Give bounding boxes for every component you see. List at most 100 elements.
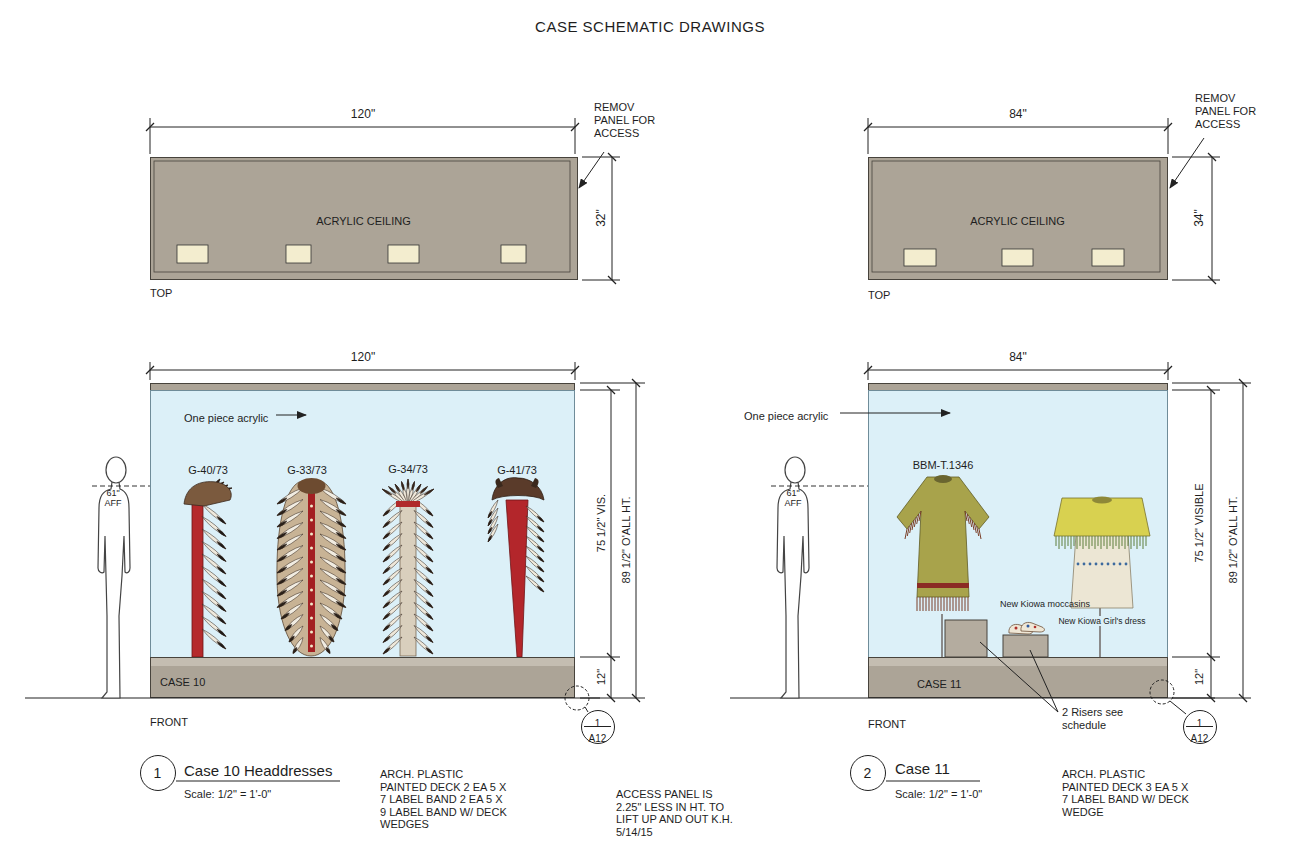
artifact-picture bbox=[1062, 536, 1063, 546]
eye-level-text-holder: 61" AFF bbox=[101, 488, 125, 510]
artifact-picture bbox=[320, 638, 330, 654]
artifact-picture bbox=[310, 645, 313, 648]
artifact-picture bbox=[426, 602, 433, 609]
artifact-picture bbox=[154, 161, 570, 272]
artifact-picture bbox=[526, 576, 544, 592]
headdress: G-33/73 bbox=[262, 460, 352, 657]
artifact-picture bbox=[383, 648, 390, 655]
artifact-picture bbox=[336, 532, 346, 538]
dimension-lines bbox=[582, 157, 620, 158]
artifact-picture bbox=[1146, 536, 1147, 546]
artifact-picture bbox=[217, 616, 226, 624]
artifact-picture bbox=[310, 547, 313, 550]
leader-lines bbox=[840, 413, 950, 414]
artifact-picture bbox=[383, 613, 390, 620]
dimension-lines bbox=[1172, 657, 1220, 658]
artifact-picture bbox=[950, 597, 951, 611]
artifact-picture bbox=[1134, 536, 1135, 546]
artifact-picture bbox=[334, 613, 342, 619]
artifact-picture bbox=[907, 526, 909, 536]
display-case: One piece acrylicG-40/73G-33/73G-34/73G-… bbox=[150, 383, 575, 698]
artifact-picture bbox=[1077, 536, 1078, 549]
artifact-picture bbox=[336, 601, 346, 607]
callout-circle-label: 2 bbox=[864, 765, 872, 782]
dimension-lines bbox=[1211, 390, 1212, 657]
artifact-picture bbox=[869, 658, 1167, 666]
artifact-picture bbox=[904, 249, 936, 266]
artifact-picture bbox=[495, 478, 503, 488]
artifact-picture bbox=[424, 489, 434, 495]
human-scale-figure bbox=[777, 482, 809, 698]
detail-callout-label-holder: A12 bbox=[1184, 728, 1215, 746]
artifact-picture bbox=[919, 511, 921, 521]
artifact-picture bbox=[277, 521, 287, 527]
leader-lines bbox=[276, 415, 306, 416]
leader-lines bbox=[579, 152, 604, 188]
dimension-text-holder: 75 1/2" VIS. bbox=[591, 494, 609, 552]
headdress: G-41/73 bbox=[484, 460, 550, 657]
artifact-picture bbox=[947, 597, 948, 611]
artifact-picture bbox=[1125, 563, 1128, 566]
artifact-picture bbox=[1131, 536, 1132, 549]
artifact-picture bbox=[336, 567, 346, 573]
artifact-picture bbox=[537, 586, 544, 592]
artifact-picture bbox=[310, 603, 313, 606]
detail-callout-label-holder: 1 bbox=[582, 713, 613, 731]
note-text: REMOV PANEL FOR ACCESS bbox=[1195, 92, 1267, 131]
artifact-picture bbox=[401, 482, 404, 491]
ceiling-plan-label-holder: ACRYLIC CEILING bbox=[151, 211, 576, 229]
note-text-holder: ARCH. PLASTIC PAINTED DECK 2 EA 5 X 7 LA… bbox=[380, 768, 508, 832]
dimension-text: 32" bbox=[594, 209, 608, 227]
artifact-picture bbox=[956, 597, 957, 611]
artifact-picture bbox=[1054, 498, 1150, 536]
display-case-label-holder: One piece acrylic bbox=[744, 406, 828, 424]
display-case: One piece acrylicBBM-T.1346New Kiowa moc… bbox=[868, 383, 1168, 698]
artifact-picture bbox=[329, 636, 334, 642]
dimension-lines bbox=[612, 157, 613, 280]
dimension-lines bbox=[1243, 383, 1244, 698]
artifact-picture bbox=[910, 523, 912, 533]
dimension-lines bbox=[1168, 362, 1169, 380]
ground-line bbox=[25, 697, 1215, 698]
garment-label-holder: New Kiowa Girl's dress bbox=[1052, 610, 1152, 628]
artifact-picture bbox=[1128, 536, 1129, 546]
human-scale-figure bbox=[98, 457, 130, 698]
artifact-picture bbox=[935, 597, 936, 611]
artifact-picture bbox=[151, 391, 575, 658]
eye-level-text-holder: 61" AFF bbox=[781, 488, 805, 510]
artifact-picture bbox=[492, 478, 544, 500]
artifact-picture bbox=[970, 517, 972, 527]
artifact-picture bbox=[537, 556, 544, 562]
artifact-picture bbox=[277, 509, 287, 515]
artifact-picture bbox=[537, 526, 544, 532]
dimension-lines bbox=[580, 698, 645, 699]
dimension-text: 75 1/2" VIS. bbox=[595, 494, 608, 552]
dimension-lines bbox=[1211, 657, 1212, 698]
view-label-holder: TOP bbox=[868, 285, 890, 303]
artifact-picture bbox=[217, 641, 226, 649]
headdress-label-holder: G-33/73 bbox=[262, 460, 352, 478]
drawing-title: Case 10 Headdresses bbox=[184, 762, 332, 780]
leader-lines bbox=[585, 707, 588, 712]
artifact-picture bbox=[151, 658, 574, 666]
artifact-picture bbox=[974, 523, 976, 533]
ground-line bbox=[25, 697, 600, 698]
dimension-lines bbox=[1172, 280, 1220, 281]
artifact-picture bbox=[336, 578, 346, 584]
dimension-text: 84" bbox=[1009, 107, 1027, 121]
artifact-picture bbox=[277, 555, 287, 561]
human-scale-figure bbox=[777, 457, 809, 698]
callout-circle-label-holder: 2 bbox=[851, 764, 884, 782]
headdress: G-40/73 bbox=[180, 460, 236, 657]
dimension-lines bbox=[150, 118, 1251, 698]
artifact-picture bbox=[426, 625, 433, 632]
garment-label-holder: BBM-T.1346 bbox=[893, 455, 993, 473]
artifact-picture bbox=[917, 597, 918, 611]
artifact-picture bbox=[400, 495, 416, 656]
artifact-picture bbox=[383, 510, 390, 517]
artifact-picture bbox=[426, 556, 433, 563]
eye-level-line bbox=[771, 486, 868, 487]
artifact-picture bbox=[1092, 536, 1093, 546]
artifact-picture bbox=[336, 544, 346, 550]
leader-lines bbox=[276, 138, 1204, 714]
